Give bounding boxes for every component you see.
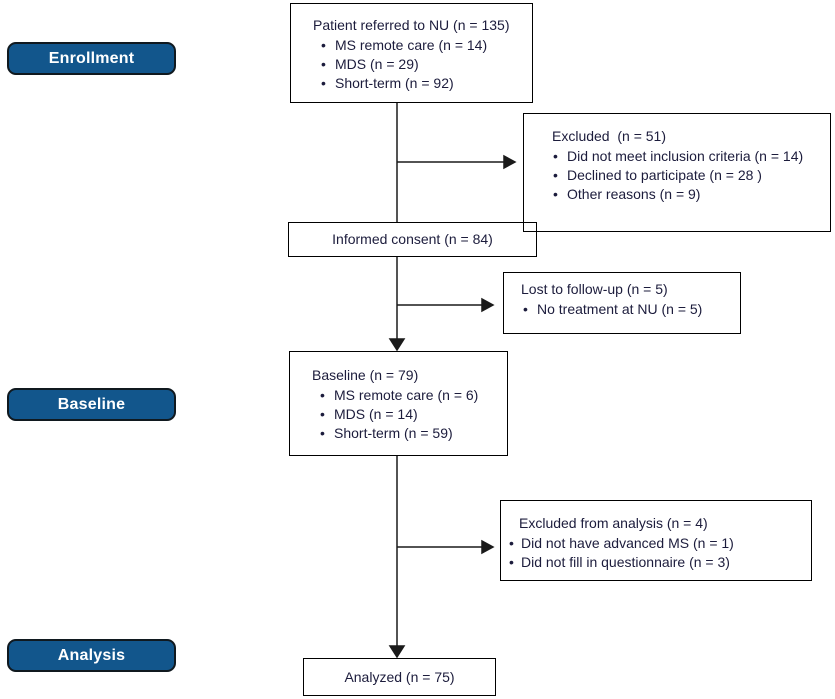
box-title: Patient referred to NU (n = 135) xyxy=(313,17,510,33)
box-baseline: Baseline (n = 79) MS remote care (n = 6)… xyxy=(289,351,508,456)
box-title: Excluded from analysis (n = 4) xyxy=(519,515,708,531)
bullet-list: No treatment at NU (n = 5) xyxy=(504,300,740,319)
arrowhead-analyzed xyxy=(388,645,406,659)
bullet-item: No treatment at NU (n = 5) xyxy=(523,300,740,319)
bullet-item: Did not meet inclusion criteria (n = 14) xyxy=(553,147,830,166)
arrowhead-lost xyxy=(481,297,495,313)
bullet-item: MS remote care (n = 6) xyxy=(320,386,507,405)
bullet-item: Short-term (n = 59) xyxy=(320,424,507,443)
bullet-list: MS remote care (n = 14) MDS (n = 29) Sho… xyxy=(291,36,532,93)
bullet-item: Short-term (n = 92) xyxy=(321,74,532,93)
box-excluded-from-analysis: Excluded from analysis (n = 4) Did not h… xyxy=(500,500,812,581)
box-excluded: Excluded (n = 51) Did not meet inclusion… xyxy=(523,113,831,232)
bullet-list: Did not have advanced MS (n = 1) Did not… xyxy=(501,534,811,572)
bullet-item: Other reasons (n = 9) xyxy=(553,185,830,204)
bullet-item: MDS (n = 29) xyxy=(321,55,532,74)
box-title: Baseline (n = 79) xyxy=(312,367,419,383)
bullet-item: Did not have advanced MS (n = 1) xyxy=(509,534,811,553)
box-analyzed: Analyzed (n = 75) xyxy=(303,658,496,696)
stage-label-baseline: Baseline xyxy=(7,388,176,421)
bullet-item: MDS (n = 14) xyxy=(320,405,507,424)
box-title: Lost to follow-up (n = 5) xyxy=(521,281,668,297)
stage-label-analysis: Analysis xyxy=(7,639,176,672)
arrowhead-baseline xyxy=(388,338,406,352)
bullet-item: Did not fill in questionnaire (n = 3) xyxy=(509,553,811,572)
box-lost-to-follow-up: Lost to follow-up (n = 5) No treatment a… xyxy=(503,272,741,334)
arrowhead-excluded xyxy=(503,154,517,170)
box-patient-referred: Patient referred to NU (n = 135) MS remo… xyxy=(290,3,533,103)
bullet-list: Did not meet inclusion criteria (n = 14)… xyxy=(524,147,830,204)
stage-label-enrollment: Enrollment xyxy=(7,42,176,75)
box-title: Excluded (n = 51) xyxy=(552,128,667,144)
box-informed-consent: Informed consent (n = 84) xyxy=(288,222,537,257)
bullet-item: MS remote care (n = 14) xyxy=(321,36,532,55)
bullet-item: Declined to participate (n = 28 ) xyxy=(553,166,830,185)
bullet-list: MS remote care (n = 6) MDS (n = 14) Shor… xyxy=(290,386,507,443)
box-title: Informed consent (n = 84) xyxy=(332,231,493,247)
arrowhead-excluded-analysis xyxy=(481,539,495,555)
box-title: Analyzed (n = 75) xyxy=(344,668,455,685)
